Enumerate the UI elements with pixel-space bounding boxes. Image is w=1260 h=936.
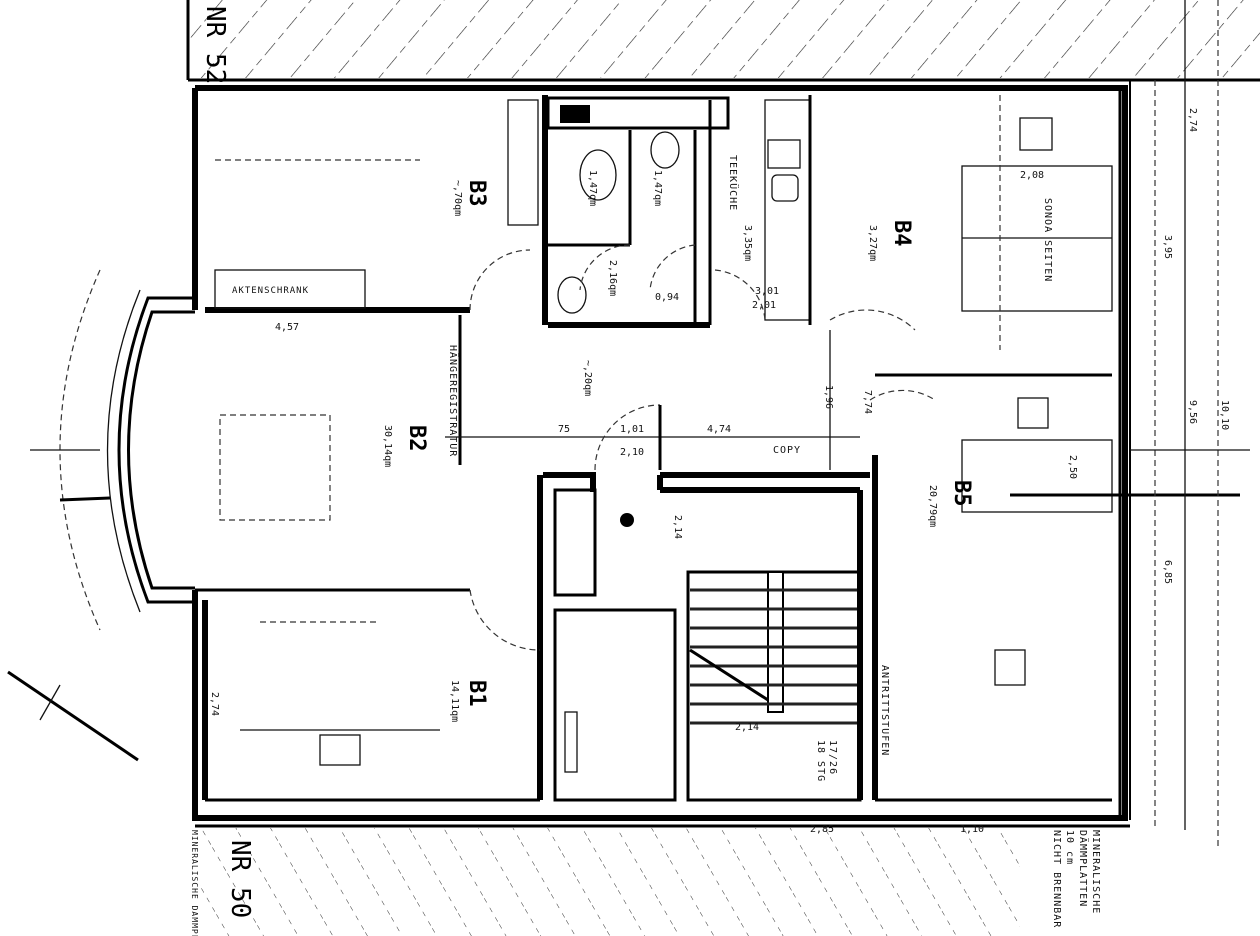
dimension: 2,01	[752, 300, 776, 311]
hanging-label: HÄNGEREGISTRATUR	[447, 345, 460, 457]
dimension: 4,57	[275, 322, 299, 333]
stairs-label: ANTRITTSTUFEN	[879, 665, 890, 756]
dimension-lines-right	[1130, 0, 1250, 850]
bay-window	[30, 269, 195, 631]
note-line: MINERALISCHE	[1090, 830, 1101, 914]
room-b2-walls	[195, 414, 543, 800]
dimension-labels: 4,57 4,74 1,01 2,10 75 3,95 9,56 10,10 2…	[209, 108, 1230, 835]
kitchen-label: TEEKÜCHE	[727, 155, 740, 211]
wc2-area: 1,47qm	[652, 170, 663, 206]
room-area-b1: 14,11qm	[449, 680, 460, 722]
note-line: 10 cm	[1064, 830, 1075, 865]
room-area-b2: 30,14qm	[382, 425, 393, 467]
room-b5-walls	[875, 397, 1240, 802]
dimension: 2,08	[1020, 170, 1044, 181]
dimension: 2,14	[672, 515, 683, 539]
dimension: 2,14	[735, 722, 759, 733]
room-area-b4: 3,27qm	[867, 225, 878, 261]
insulation-label-bottom: MINERALISCHE DAMMPLATTEN	[190, 830, 199, 936]
step-count: 18 STG	[815, 740, 826, 782]
cabinet	[214, 269, 366, 309]
room-b3-walls	[205, 95, 548, 325]
dimension: 2,50	[1067, 455, 1078, 479]
corridor	[445, 315, 936, 493]
dimension: 10,10	[1219, 400, 1230, 430]
room-b4-walls	[829, 95, 1113, 377]
neighbor-building-bottom	[200, 828, 1020, 936]
dimension: 3,01	[755, 286, 779, 297]
dimension: 1,96	[823, 385, 834, 409]
dimension: 2,10	[620, 447, 644, 458]
wc-block	[546, 96, 730, 328]
hall-area: 2,16qm	[607, 260, 618, 296]
staircase	[553, 455, 878, 802]
room-b1-walls	[202, 600, 540, 802]
dimension: 2,74	[209, 692, 220, 716]
copy-label: COPY	[773, 445, 801, 456]
note-line: NICHT BRENNBAR	[1051, 830, 1062, 928]
dimension: 3,95	[1162, 235, 1173, 259]
room-label-b5: B5	[949, 480, 974, 507]
kitchen	[714, 95, 812, 325]
dimension: 0,94	[655, 292, 679, 303]
seating-label: SONOA SEITEN	[1042, 198, 1053, 282]
dimension: 2,74	[1187, 108, 1198, 132]
dimension: 2,85	[810, 824, 834, 835]
neighbor-label-top: NR 52	[200, 6, 230, 84]
neighbor-building-top	[188, 0, 1260, 78]
insulation-note-right: MINERALISCHE DÄMMPLATTEN 10 cm NICHT BRE…	[1051, 830, 1101, 928]
dimension: 9,56	[1187, 400, 1198, 424]
room-area-b5: 20,79qm	[927, 485, 938, 527]
room-label-b1: B1	[464, 680, 489, 707]
note-line: DÄMMPLATTEN	[1077, 830, 1090, 907]
room-label-b3: B3	[464, 180, 489, 207]
corridor-area: ~,20qm	[582, 360, 593, 396]
wc1-area: 1,47qm	[587, 170, 598, 206]
north-arrow-icon	[7, 670, 139, 762]
neighbor-label-bottom: NR 50	[225, 840, 255, 918]
dimension: 4,74	[707, 424, 731, 435]
dimension: 1,01	[620, 424, 644, 435]
room-label-b2: B2	[404, 425, 429, 452]
dimension: 6,85	[1162, 560, 1173, 584]
dimension: 7,74	[862, 390, 873, 414]
kitchen-area: 3,35qm	[742, 225, 753, 261]
cabinet-label: AKTENSCHRANK	[232, 286, 309, 296]
dimension: 75	[558, 424, 570, 435]
room-label-b4: B4	[889, 220, 914, 247]
room-area-b3: ~,70qm	[452, 180, 463, 216]
dimension: 1,10	[960, 824, 984, 835]
step-size: 17/26	[827, 740, 838, 775]
